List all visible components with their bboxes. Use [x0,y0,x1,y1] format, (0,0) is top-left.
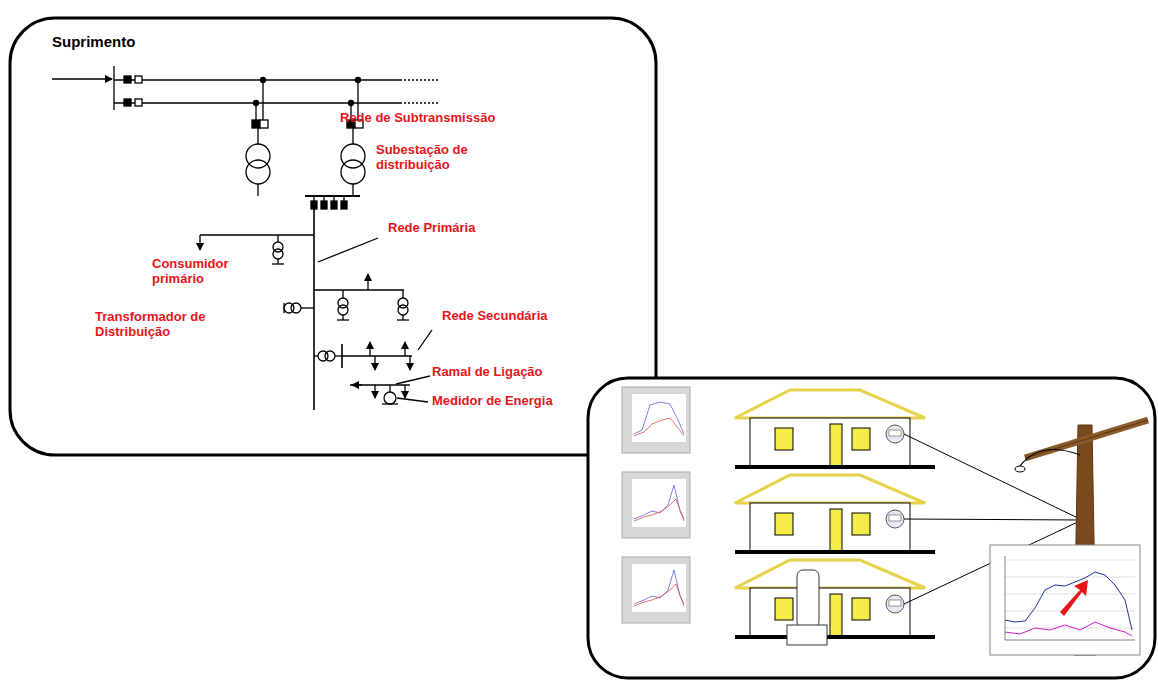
network-label: Rede Secundária [442,308,572,323]
network-label: Transformador de Distribuição [95,309,225,339]
network-label: Rede Primária [388,220,508,235]
network-label: Ramal de Ligação [432,364,572,379]
network-label: Consumidor primário [152,256,242,286]
network-label: Medidor de Energia [432,393,582,408]
network-label: Rede de Subtransmissão [340,110,540,125]
network-label: Subestação de distribuição [376,142,496,172]
network-label: Suprimento [52,34,172,49]
